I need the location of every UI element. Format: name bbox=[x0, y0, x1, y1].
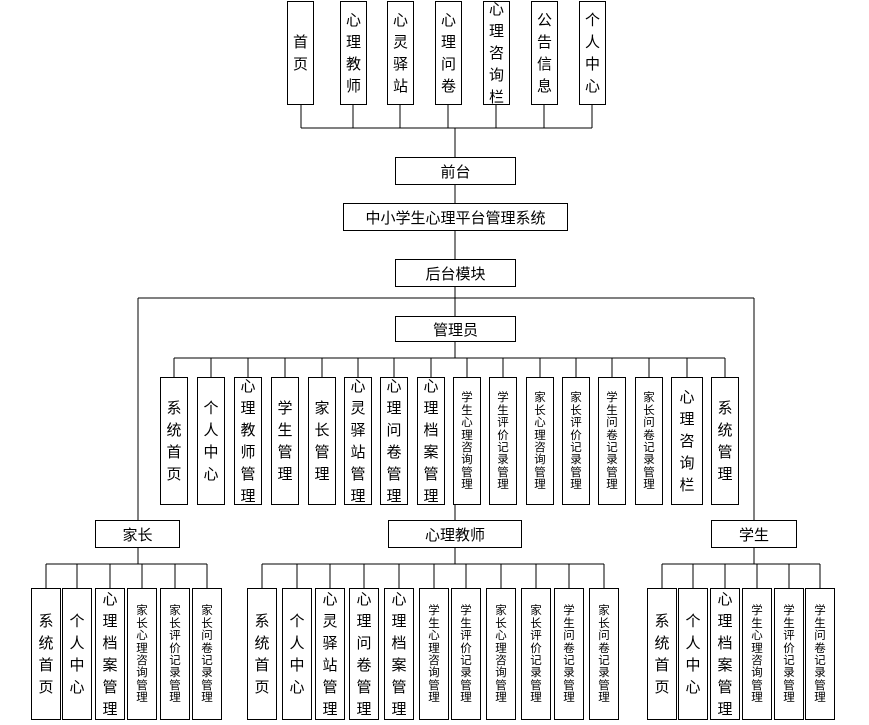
admin-item-parent-questionnaire-mgmt: 家长问卷记录管理 bbox=[635, 377, 663, 505]
teacher-item-archive-mgmt: 心理档案管理 bbox=[384, 588, 414, 720]
frontend-item-questionnaire: 心理问卷 bbox=[435, 1, 462, 105]
parent-item-personal: 个人中心 bbox=[62, 588, 92, 720]
student-item-questionnaire-mgmt: 学生问卷记录管理 bbox=[805, 588, 835, 720]
admin-item-archive-mgmt: 心理档案管理 bbox=[417, 377, 445, 505]
admin-item-parent-mgmt: 家长管理 bbox=[308, 377, 336, 505]
admin-item-system-home: 系统首页 bbox=[160, 377, 188, 505]
system-root-node: 中小学生心理平台管理系统 bbox=[343, 203, 568, 231]
teacher-item-student-eval-mgmt: 学生评价记录管理 bbox=[451, 588, 481, 720]
admin-item-student-mgmt: 学生管理 bbox=[271, 377, 299, 505]
student-item-personal: 个人中心 bbox=[678, 588, 708, 720]
admin-item-student-consult-mgmt: 学生心理咨询管理 bbox=[453, 377, 481, 505]
student-item-archive-mgmt: 心理档案管理 bbox=[710, 588, 740, 720]
admin-node: 管理员 bbox=[395, 316, 516, 342]
backend-node: 后台模块 bbox=[395, 259, 516, 287]
teacher-item-student-consult-mgmt: 学生心理咨询管理 bbox=[419, 588, 449, 720]
teacher-item-parent-questionnaire-mgmt: 家长问卷记录管理 bbox=[589, 588, 619, 720]
student-item-eval-mgmt: 学生评价记录管理 bbox=[774, 588, 804, 720]
frontend-item-notice: 公告信息 bbox=[531, 1, 558, 105]
student-node: 学生 bbox=[711, 520, 797, 548]
parent-item-eval-mgmt: 家长评价记录管理 bbox=[160, 588, 190, 720]
teacher-item-system-home: 系统首页 bbox=[247, 588, 277, 720]
parent-item-archive-mgmt: 心理档案管理 bbox=[95, 588, 125, 720]
frontend-item-teacher: 心理教师 bbox=[340, 1, 367, 105]
student-item-system-home: 系统首页 bbox=[647, 588, 677, 720]
admin-item-teacher-mgmt: 心理教师管理 bbox=[234, 377, 262, 505]
parent-item-system-home: 系统首页 bbox=[31, 588, 61, 720]
teacher-item-personal: 个人中心 bbox=[282, 588, 312, 720]
teacher-item-parent-eval-mgmt: 家长评价记录管理 bbox=[521, 588, 551, 720]
parent-item-consult-mgmt: 家长心理咨询管理 bbox=[127, 588, 157, 720]
teacher-node: 心理教师 bbox=[388, 520, 522, 548]
admin-item-student-eval-mgmt: 学生评价记录管理 bbox=[489, 377, 517, 505]
teacher-item-student-questionnaire-mgmt: 学生问卷记录管理 bbox=[554, 588, 584, 720]
frontend-item-personal: 个人中心 bbox=[579, 1, 606, 105]
frontend-item-home: 首页 bbox=[287, 1, 314, 105]
parent-item-questionnaire-mgmt: 家长问卷记录管理 bbox=[192, 588, 222, 720]
teacher-item-station-mgmt: 心灵驿站管理 bbox=[315, 588, 345, 720]
admin-item-station-mgmt: 心灵驿站管理 bbox=[344, 377, 372, 505]
admin-item-system-mgmt: 系统管理 bbox=[711, 377, 739, 505]
teacher-item-questionnaire-mgmt: 心理问卷管理 bbox=[349, 588, 379, 720]
admin-item-consult-column: 心理咨询栏 bbox=[671, 377, 703, 505]
frontend-node: 前台 bbox=[395, 157, 516, 185]
frontend-item-consult: 心理咨询栏 bbox=[483, 0, 510, 106]
frontend-item-station: 心灵驿站 bbox=[387, 1, 414, 105]
admin-item-personal: 个人中心 bbox=[197, 377, 225, 505]
parent-node: 家长 bbox=[95, 520, 180, 548]
student-item-consult-mgmt: 学生心理咨询管理 bbox=[742, 588, 772, 720]
admin-item-parent-consult-mgmt: 家长心理咨询管理 bbox=[526, 377, 554, 505]
admin-item-parent-eval-mgmt: 家长评价记录管理 bbox=[562, 377, 590, 505]
admin-item-questionnaire-mgmt: 心理问卷管理 bbox=[380, 377, 408, 505]
admin-item-student-questionnaire-mgmt: 学生问卷记录管理 bbox=[598, 377, 626, 505]
teacher-item-parent-consult-mgmt: 家长心理咨询管理 bbox=[486, 588, 516, 720]
